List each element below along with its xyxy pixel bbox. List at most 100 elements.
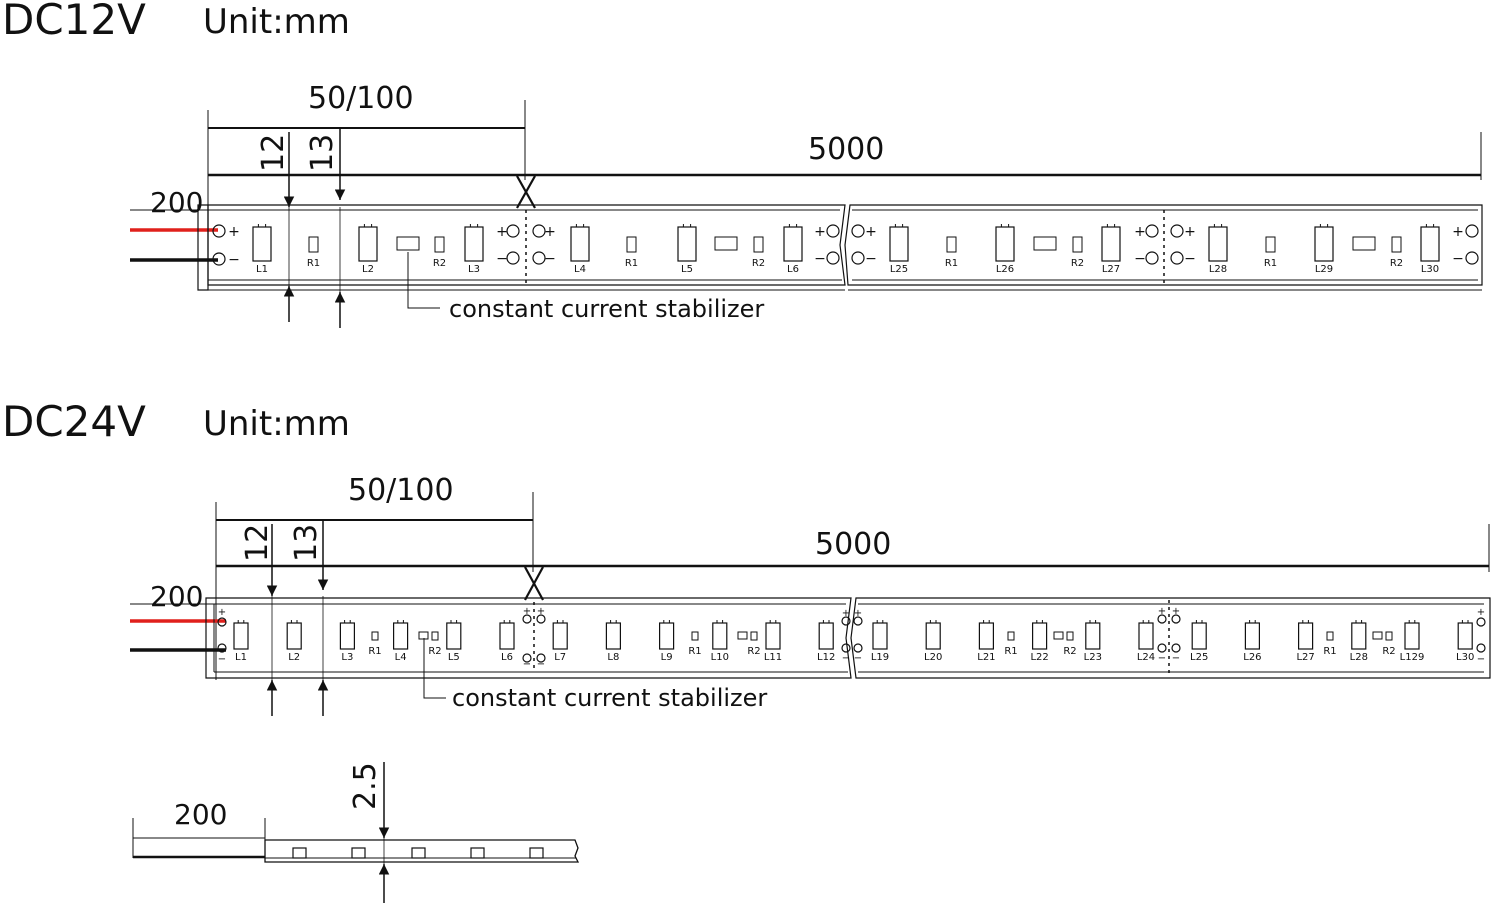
led-label: L4	[395, 652, 407, 663]
polarity-sign: +	[1134, 224, 1146, 240]
scissors-icon	[516, 175, 536, 209]
led-chip	[499, 622, 515, 650]
polarity-sign: +	[218, 607, 226, 618]
dimension-lines	[207, 100, 1482, 290]
section-dc24v: DC24V Unit:mm 50/100 5000 200 12 13	[2, 397, 1491, 716]
solder-pad	[1157, 643, 1167, 653]
section-title: DC24V	[2, 397, 146, 446]
solder-pad	[217, 643, 227, 653]
led-chip	[464, 226, 484, 262]
led-label: L28	[1209, 264, 1227, 275]
led-label: L30	[1456, 652, 1474, 663]
led-label: L23	[1084, 652, 1102, 663]
annotation-leader	[423, 638, 446, 699]
solder-pad	[841, 643, 851, 653]
strip-side-profile	[264, 839, 580, 863]
solder-pad	[1465, 251, 1479, 265]
led-chip	[1031, 622, 1048, 650]
solder-pad	[851, 224, 865, 238]
led-chip	[818, 622, 834, 650]
solder-pad	[1171, 614, 1181, 624]
led-label: L24	[1137, 652, 1155, 663]
polarity-sign: −	[523, 659, 531, 670]
resistor	[418, 631, 429, 640]
led-chip	[1191, 622, 1207, 650]
led-chip	[358, 226, 378, 262]
led-chip	[712, 622, 728, 650]
resistor-label: R1	[688, 646, 701, 657]
led-label: L4	[574, 264, 586, 275]
led-label: L6	[501, 652, 513, 663]
polarity-sign: +	[842, 608, 850, 619]
resistor	[1326, 631, 1334, 641]
resistor	[753, 236, 764, 253]
led-chip	[765, 622, 781, 650]
polarity-sign: +	[1477, 607, 1485, 618]
solder-pad	[853, 616, 863, 626]
polarity-sign: −	[814, 251, 826, 267]
resistor	[737, 631, 748, 640]
resistor	[1265, 236, 1276, 253]
led-chip	[1138, 622, 1154, 650]
solder-pad	[1476, 617, 1486, 627]
polarity-sign: −	[1184, 251, 1196, 267]
resistor-label: R2	[747, 646, 760, 657]
led-chip	[446, 622, 462, 650]
polarity-sign: −	[854, 653, 862, 664]
led-label: L2	[362, 264, 374, 275]
led-label: L8	[607, 652, 619, 663]
solder-pad	[212, 224, 226, 238]
led-chip	[925, 622, 941, 650]
led-chip	[889, 226, 909, 262]
led-chip	[252, 226, 272, 262]
led-chip	[1314, 226, 1334, 262]
led-chip	[1404, 622, 1420, 650]
solder-pad	[1170, 224, 1184, 238]
led-chip	[605, 622, 622, 650]
resistor	[626, 236, 637, 253]
cut-segment-dimension: 50/100	[348, 473, 454, 508]
polarity-sign: +	[865, 224, 877, 240]
resistor	[691, 631, 699, 641]
solder-pad	[1157, 614, 1167, 624]
polarity-sign: −	[1158, 653, 1166, 664]
resistor-label: R2	[1063, 646, 1076, 657]
led-label: L26	[1243, 652, 1261, 663]
solder-pad	[826, 251, 840, 265]
solder-pad	[217, 617, 227, 627]
led-label: L2	[288, 652, 300, 663]
strip-outline	[207, 204, 1483, 286]
section-title: DC12V	[2, 0, 146, 44]
led-label: L25	[1190, 652, 1208, 663]
thickness-dimension: 2.5	[348, 762, 383, 810]
solder-pad	[212, 252, 226, 266]
led-chip	[978, 622, 995, 650]
total-length-dimension: 5000	[808, 132, 884, 167]
solder-pad	[826, 224, 840, 238]
solder-pad	[1145, 224, 1159, 238]
led-chip	[570, 226, 590, 262]
total-length-dimension: 5000	[815, 527, 891, 562]
led-chip	[1208, 226, 1228, 262]
stabilizer-annotation: constant current stabilizer	[449, 295, 764, 323]
pitch-b-dimension: 13	[305, 134, 340, 172]
led-label: L5	[681, 264, 693, 275]
solder-pad	[853, 643, 863, 653]
resistor	[946, 236, 957, 253]
led-label: L9	[661, 652, 673, 663]
pitch-a-dimension: 12	[240, 524, 275, 562]
side-view: 200 2.5	[132, 762, 580, 903]
led-label: L20	[924, 652, 942, 663]
polarity-sign: −	[1134, 251, 1146, 267]
led-label: L26	[996, 264, 1014, 275]
stabilizer-annotation: constant current stabilizer	[452, 684, 767, 712]
resistor	[396, 236, 420, 251]
solder-pad	[522, 653, 532, 663]
solder-pad	[536, 653, 546, 663]
resistor-label: R2	[1390, 258, 1403, 269]
resistor	[1372, 631, 1383, 640]
led-label: L1	[256, 264, 268, 275]
cut-segment-dimension: 50/100	[308, 81, 414, 116]
